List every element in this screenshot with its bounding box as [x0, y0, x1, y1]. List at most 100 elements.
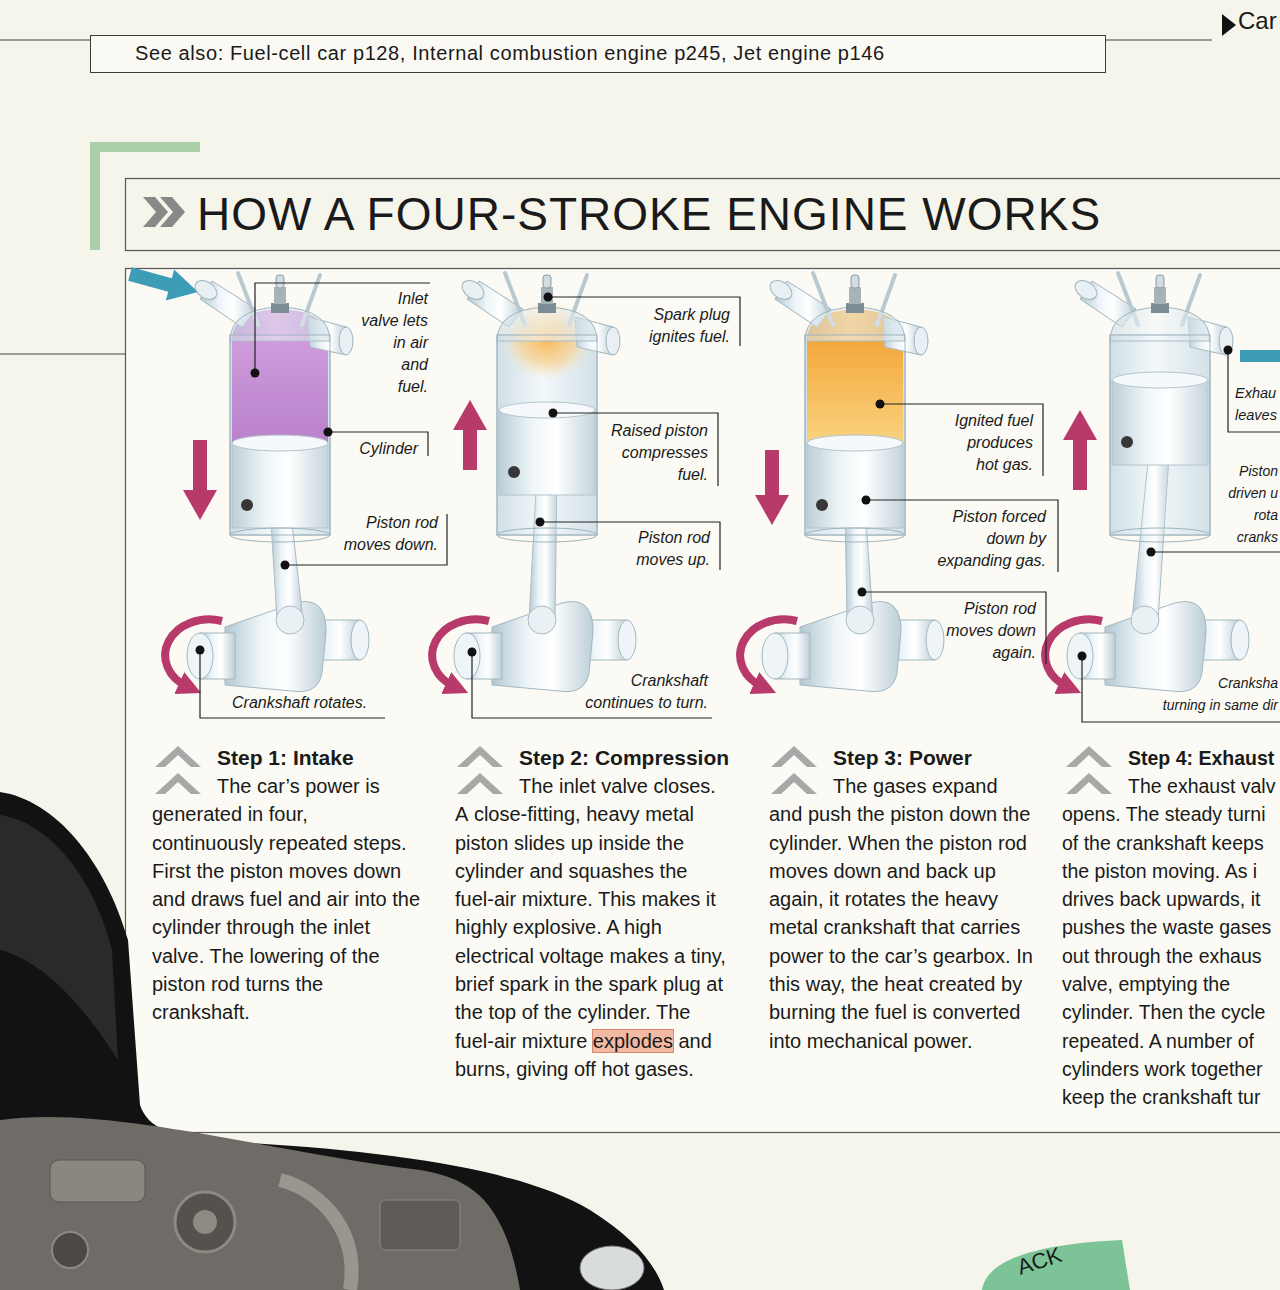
- car-photo: [52, 1232, 88, 1268]
- step-chevrons: [457, 773, 503, 794]
- callout-label: Inlet valve lets in air and fuel.: [361, 288, 428, 398]
- leader-line: [200, 283, 1280, 722]
- engine-power: [805, 528, 905, 542]
- page-rules: [1106, 39, 1212, 40]
- leader-line: [472, 652, 712, 718]
- engine-power: [755, 450, 789, 525]
- leader-dot: [536, 518, 545, 527]
- engine-compression: [528, 606, 556, 634]
- engine-power: [740, 602, 944, 692]
- car-photo: [280, 1180, 352, 1290]
- callout-label: Piston driven u rota cranks: [1228, 460, 1278, 548]
- engine-compression: [497, 335, 597, 535]
- leader-dot: [196, 293, 1233, 661]
- engine-intake: [183, 440, 217, 520]
- engine-power: [740, 273, 944, 692]
- step-chevrons: [771, 773, 817, 794]
- engine-exhaust: [1045, 273, 1249, 692]
- leader-dot: [281, 561, 290, 570]
- leader-line: [553, 413, 718, 486]
- step-heading: Step 1: Intake: [217, 745, 354, 771]
- diagram-panel: [126, 269, 1280, 1133]
- leader-dot: [544, 293, 553, 302]
- title-band: [126, 179, 1280, 251]
- engine-compression: [497, 528, 597, 542]
- callout-label: Cylinder: [359, 438, 418, 460]
- leader-dot: [196, 646, 205, 655]
- step-chevrons: [1066, 773, 1112, 794]
- callout-label: Spark plug ignites fuel.: [649, 304, 730, 348]
- leader-dot: [1078, 652, 1087, 661]
- step-heading: Step 3: Power: [833, 745, 972, 771]
- leader-dot: [858, 588, 867, 597]
- engine-intake: [230, 335, 330, 535]
- engine-power: [805, 335, 905, 535]
- leader-line: [1151, 551, 1280, 552]
- engine-compression: [432, 273, 636, 692]
- leader-line: [862, 592, 1046, 664]
- engine-exhaust: [1110, 335, 1210, 535]
- step-text: The inlet valve closes. A close-fitting,…: [455, 772, 731, 1083]
- engine-exhaust: [1063, 410, 1097, 490]
- callout-label: Cranksha turning in same dir: [1163, 672, 1278, 716]
- callout-label: Crankshaft rotates.: [232, 692, 367, 714]
- step-text: The gases expand and push the piston dow…: [769, 772, 1034, 1055]
- leader-dot: [876, 400, 885, 409]
- leader-dot: [324, 428, 333, 437]
- step-heading: Step 4: Exhaust: [1128, 745, 1274, 771]
- callout-label: Piston rod moves up.: [636, 527, 710, 571]
- engine-intake: [230, 335, 330, 535]
- step-heading: Step 2: Compression: [519, 745, 729, 771]
- engine-power: [805, 335, 905, 535]
- tab-shape: [982, 1240, 1130, 1290]
- engine-exhaust: [1110, 528, 1210, 542]
- step-chevrons: [457, 746, 503, 767]
- engine-exhaust: [1131, 606, 1159, 634]
- callout-label: Crankshaft continues to turn.: [585, 670, 708, 714]
- engine-compression: [432, 602, 636, 692]
- leader-dot: [549, 409, 558, 418]
- step-chevrons: [771, 746, 817, 767]
- step-chevrons: [155, 773, 201, 794]
- car-photo: [175, 1192, 235, 1252]
- reference-box: See also: Fuel-cell car p128, Internal c…: [90, 35, 1106, 73]
- title-chevrons: [160, 197, 185, 227]
- step-chevrons: [155, 746, 201, 767]
- leader-line: [540, 522, 720, 570]
- leader-line: [880, 404, 1043, 476]
- car-photo: [580, 1246, 644, 1290]
- car-photo: [50, 1160, 145, 1202]
- leader-line: [866, 500, 1058, 572]
- car-photo: [0, 1117, 520, 1290]
- page-title: HOW A FOUR-STROKE ENGINE WORKS: [197, 186, 1101, 242]
- engine-intake: [230, 528, 330, 542]
- engine-intake: [165, 602, 369, 692]
- step-chevrons: [1066, 746, 1112, 767]
- engine-exhaust: [1110, 335, 1210, 535]
- leader-dot: [251, 369, 260, 378]
- engine-intake: [276, 606, 304, 634]
- engine-intake: [165, 273, 369, 692]
- page-rules: [0, 39, 90, 40]
- callout-label: Piston forced down by expanding gas.: [937, 506, 1046, 572]
- leader-line: [1082, 656, 1280, 722]
- callout-label: Raised piston compresses fuel.: [611, 420, 708, 486]
- callout-label: Piston rod moves down again.: [946, 598, 1036, 664]
- step-text: The exhaust valv opens. The steady turni…: [1062, 772, 1275, 1112]
- callout-label: Piston rod moves down.: [344, 512, 438, 556]
- step-text: The car’s power is generated in four, co…: [152, 772, 424, 1027]
- leader-line: [1228, 350, 1280, 432]
- leader-line: [200, 650, 385, 718]
- car-photo: [0, 815, 118, 1060]
- page-rules: [0, 353, 125, 354]
- engine-compression: [497, 335, 597, 535]
- car-photo: [193, 1210, 217, 1234]
- leader-dot: [1147, 548, 1156, 557]
- leader-dot: [1224, 346, 1233, 355]
- car-photo: [380, 1200, 460, 1250]
- leader-dot: [468, 648, 477, 657]
- highlighted-word: explodes: [593, 1030, 673, 1052]
- engine-power: [846, 606, 874, 634]
- box-text: See also: Fuel-cell car p128, Internal c…: [91, 36, 1105, 71]
